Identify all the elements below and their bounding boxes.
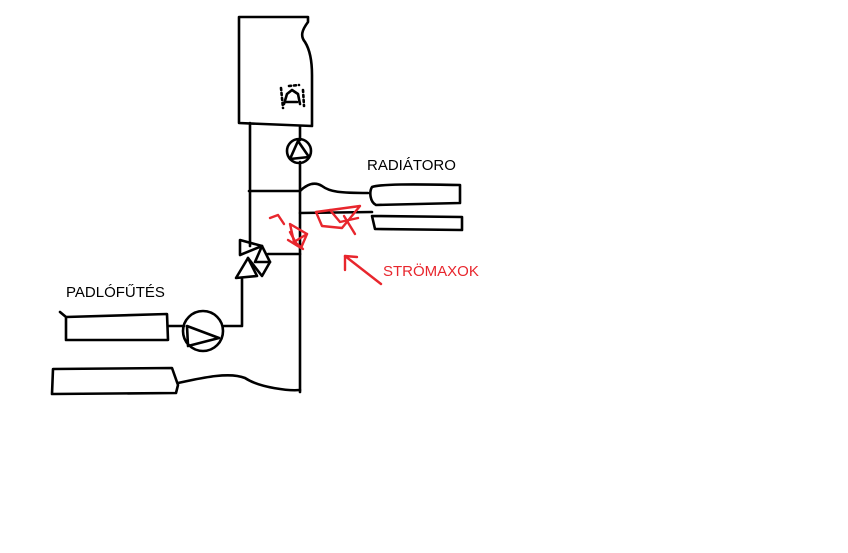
floor-heating-label: PADLÓFŰTÉS (66, 284, 165, 301)
radiator-return (370, 214, 464, 232)
floor-loop-lower (50, 366, 180, 396)
flame-icon (279, 83, 306, 110)
radiator-supply (369, 183, 462, 207)
flow-valve-left-icon (268, 213, 309, 251)
boiler-pump-icon (285, 137, 313, 165)
flow-valve-right-icon (314, 204, 362, 236)
flow-switch-label: STRÖMAXOK (383, 262, 479, 280)
pipe-network (166, 121, 374, 394)
floor-pump-icon (181, 309, 225, 353)
boiler (237, 15, 314, 128)
three-way-valve-icon (234, 238, 272, 280)
arrow-icon (343, 254, 383, 286)
floor-loop-upper (58, 310, 170, 342)
radiator-label: RADIÁTORO (367, 157, 456, 174)
